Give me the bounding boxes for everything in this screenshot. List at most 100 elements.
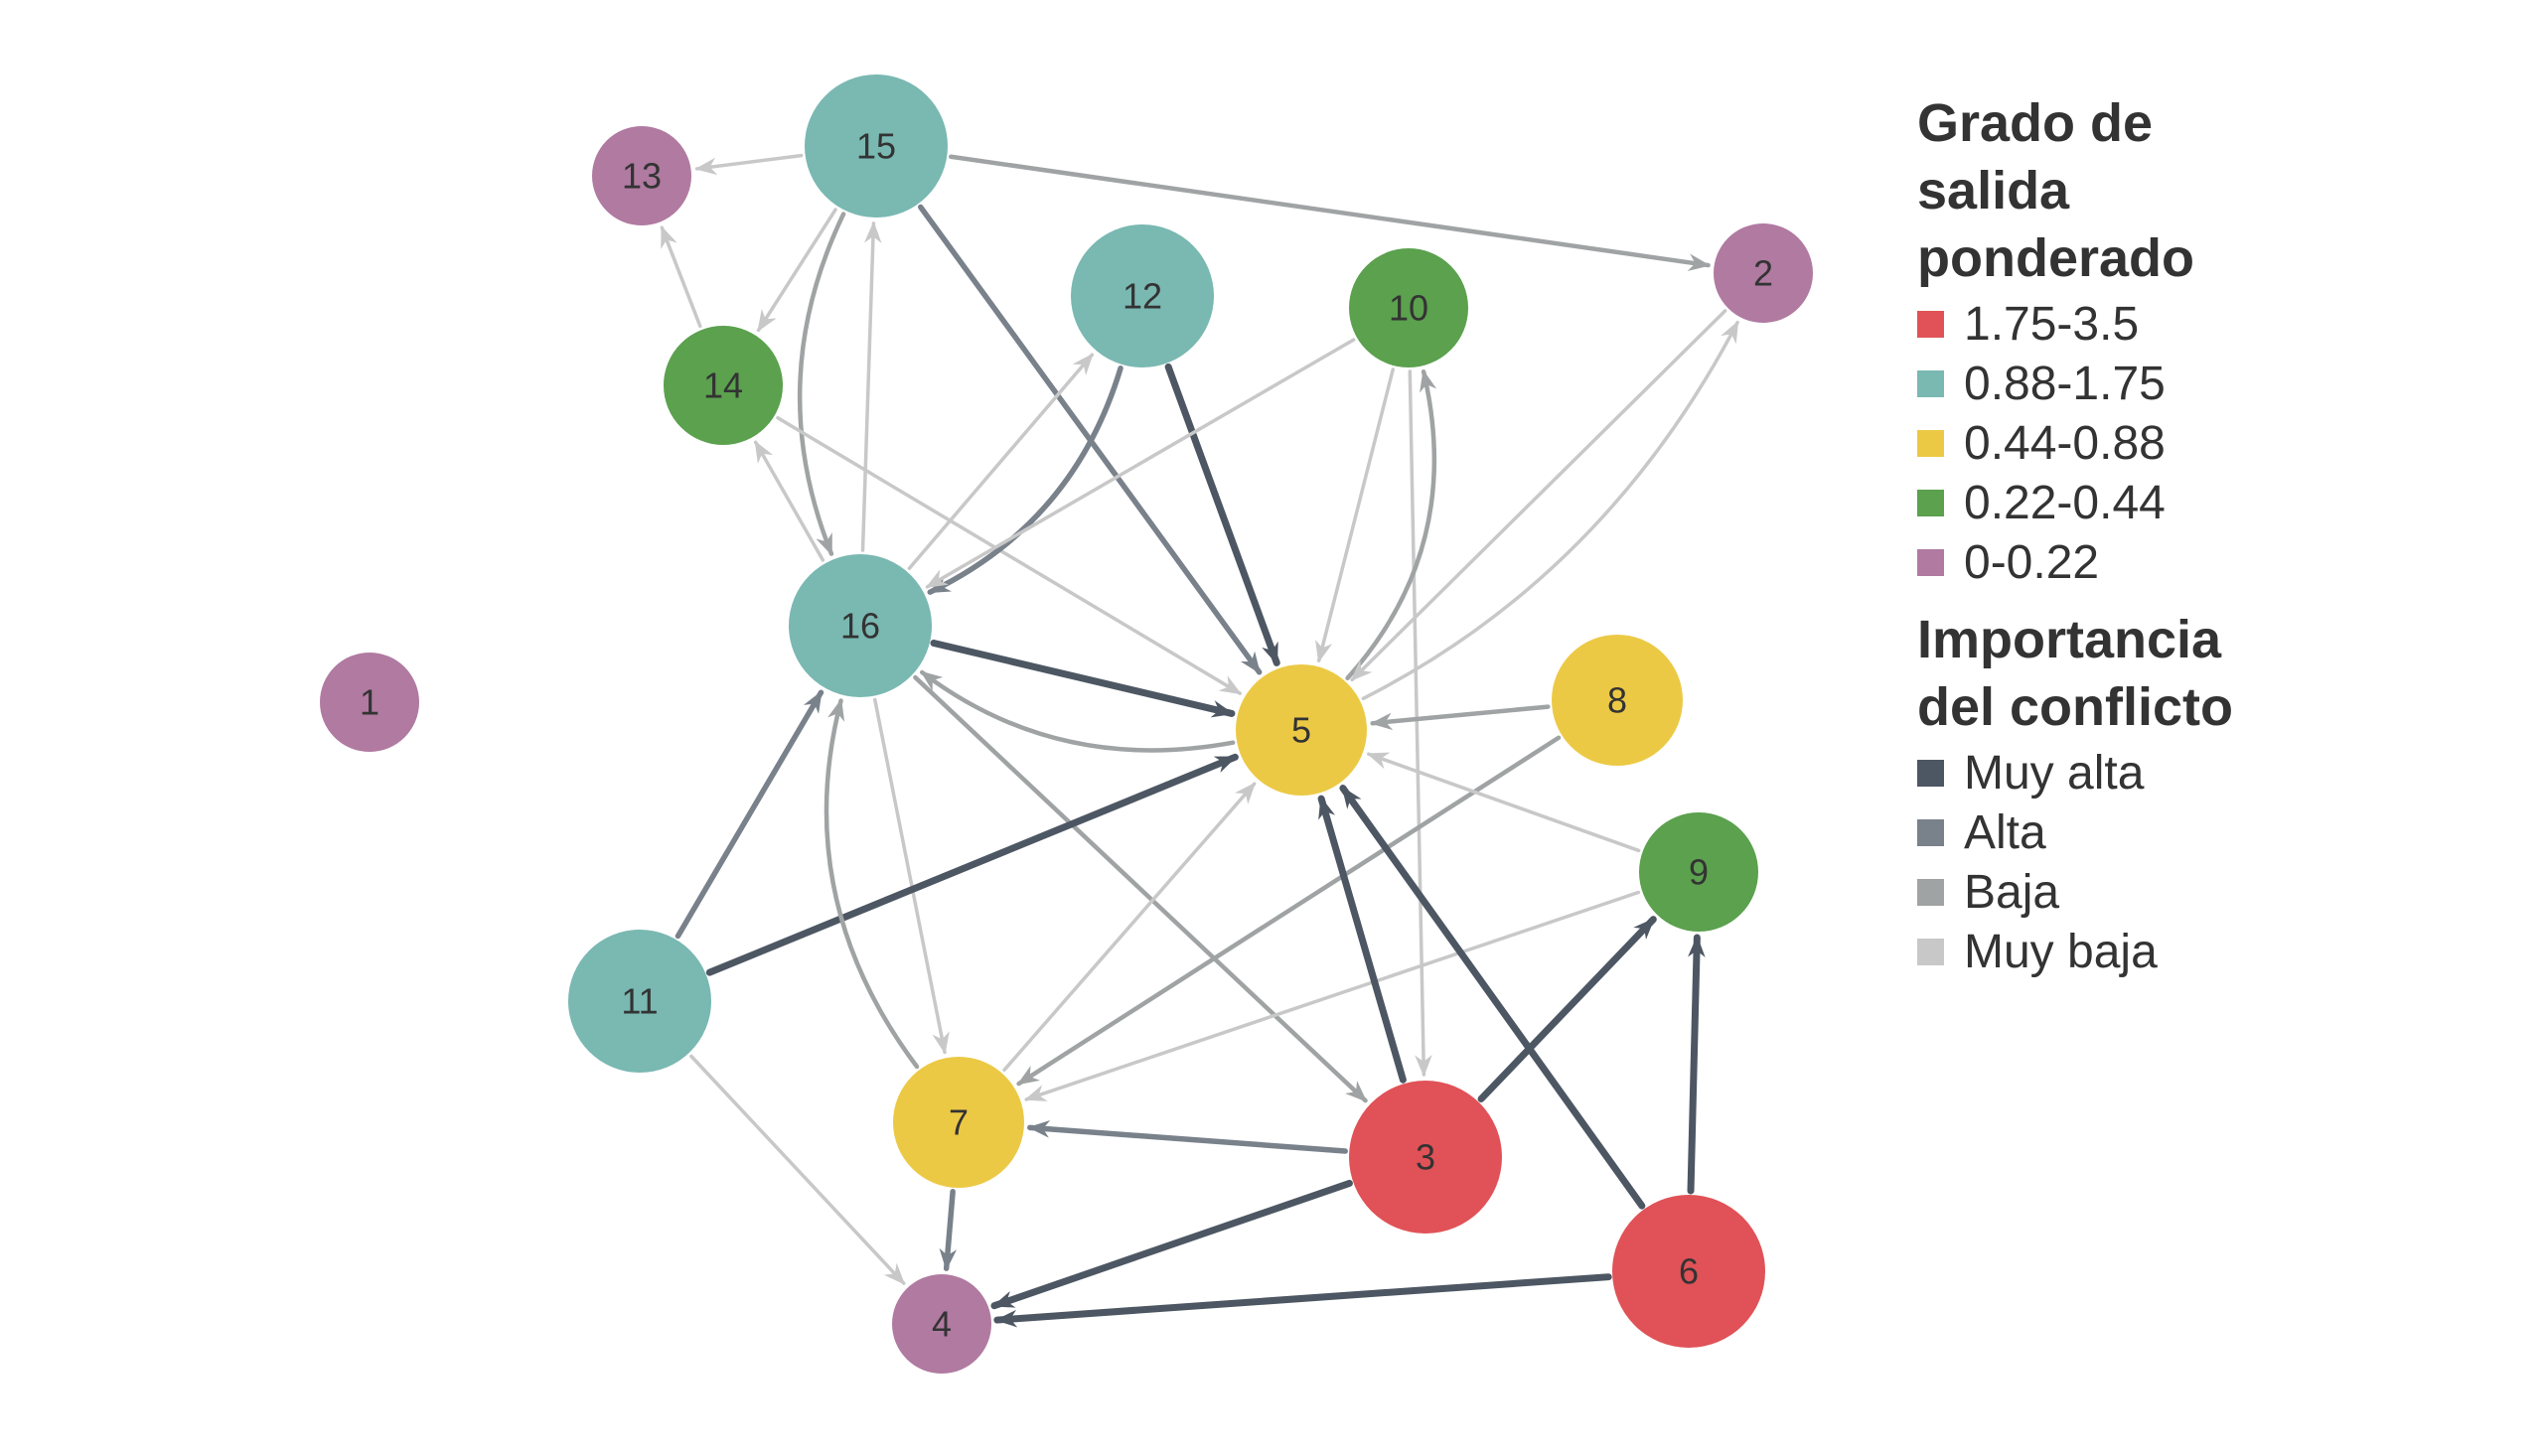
node-label: 14: [703, 365, 743, 406]
node-15: 15: [805, 74, 948, 218]
edge-16-to-14: [753, 440, 825, 562]
legend: Grado de salida ponderado 1.75-3.5 0.88-…: [1917, 89, 2533, 981]
legend-swatch: [1917, 489, 1944, 516]
node-9: 9: [1639, 812, 1758, 932]
edge-8-to-7: [1016, 735, 1562, 1087]
node-circle: [805, 74, 948, 218]
edge-15-to-16: [797, 212, 846, 556]
edge-16-to-15: [860, 220, 882, 552]
edge-9-to-5: [1366, 752, 1641, 853]
edge-5-to-10: [1345, 369, 1437, 681]
legend-item-label: 0-0.22: [1964, 535, 2100, 589]
edge-3-to-7: [1027, 1120, 1348, 1154]
node-label: 6: [1679, 1251, 1699, 1292]
node-circle: [568, 930, 711, 1073]
edge-11-to-4: [689, 1054, 906, 1285]
edge-15-to-2: [948, 154, 1711, 271]
node-label: 10: [1389, 288, 1428, 329]
edge-16-to-7: [873, 697, 950, 1055]
edge-11-to-5: [705, 753, 1239, 976]
node-circle: [1612, 1195, 1765, 1348]
node-label: 12: [1123, 276, 1162, 317]
node-label: 4: [932, 1304, 952, 1345]
node-circle: [789, 554, 932, 697]
legend-title-outdegree: Grado de salida ponderado: [1917, 93, 2194, 288]
edge-14-to-13: [660, 225, 702, 329]
legend-item-label: 1.75-3.5: [1964, 297, 2140, 351]
node-circle: [592, 126, 691, 225]
edge-3-to-4: [990, 1179, 1353, 1310]
edge-5-to-2: [1361, 320, 1739, 701]
legend-item: Alta: [1917, 802, 2533, 862]
legend-swatch: [1917, 878, 1944, 906]
legend-swatch: [1917, 818, 1944, 846]
node-1: 1: [320, 653, 419, 752]
node-6: 6: [1612, 1195, 1765, 1348]
node-circle: [1349, 1081, 1502, 1234]
legend-item-label: Muy alta: [1964, 746, 2145, 800]
node-label: 13: [622, 156, 662, 197]
node-circle: [892, 1274, 991, 1374]
node-label: 9: [1689, 852, 1709, 893]
node-label: 1: [360, 682, 379, 723]
legend-swatch: [1917, 369, 1944, 397]
edge-2-to-5: [1350, 309, 1727, 682]
edge-10-to-3: [1408, 369, 1432, 1078]
edge-12-to-5: [1164, 363, 1280, 666]
edge-16-to-3: [913, 674, 1368, 1103]
node-5: 5: [1236, 664, 1367, 796]
node-10: 10: [1349, 248, 1468, 367]
node-16: 16: [789, 554, 932, 697]
edge-14-to-5: [776, 416, 1243, 695]
edge-16-to-5: [930, 639, 1236, 718]
edge-8-to-5: [1370, 704, 1551, 731]
edge-15-to-13: [694, 153, 804, 176]
node-circle: [893, 1057, 1024, 1188]
legend-item-label: 0.44-0.88: [1964, 416, 2166, 470]
legend-outdegree-list: 1.75-3.5 0.88-1.75 0.44-0.88 0.22-0.44 0…: [1917, 294, 2533, 592]
node-label: 11: [621, 981, 658, 1022]
node-13: 13: [592, 126, 691, 225]
node-label: 15: [856, 126, 896, 167]
edge-7-to-4: [939, 1189, 958, 1271]
node-14: 14: [664, 326, 783, 445]
edge-12-to-16: [927, 365, 1124, 595]
edge-7-to-5: [1002, 782, 1257, 1073]
node-2: 2: [1714, 223, 1813, 323]
node-circle: [1236, 664, 1367, 796]
edge-7-to-16: [824, 698, 920, 1070]
edge-6-to-5: [1339, 785, 1646, 1210]
edge-6-to-9: [1687, 934, 1706, 1195]
node-label: 5: [1291, 710, 1311, 751]
node-4: 4: [892, 1274, 991, 1374]
legend-item-label: Alta: [1964, 805, 2046, 859]
legend-item: 0.44-0.88: [1917, 413, 2533, 473]
edge-5-to-16: [919, 669, 1236, 753]
edge-10-to-5: [1315, 367, 1395, 663]
node-label: 3: [1416, 1137, 1435, 1178]
legend-item: 0.88-1.75: [1917, 354, 2533, 413]
legend-swatch: [1917, 310, 1944, 338]
node-12: 12: [1071, 224, 1214, 367]
node-circle: [664, 326, 783, 445]
legend-swatch: [1917, 429, 1944, 457]
legend-item: Baja: [1917, 862, 2533, 922]
edge-3-to-9: [1477, 916, 1657, 1103]
node-label: 16: [840, 606, 880, 647]
legend-item-label: 0.88-1.75: [1964, 357, 2166, 410]
node-label: 7: [949, 1102, 969, 1143]
legend-swatch: [1917, 548, 1944, 576]
edge-9-to-7: [1024, 890, 1641, 1101]
node-3: 3: [1349, 1081, 1502, 1234]
legend-title-importance: Importancia del conflicto: [1917, 610, 2234, 737]
legend-item-label: 0.22-0.44: [1964, 476, 2166, 529]
node-8: 8: [1552, 635, 1683, 766]
legend-item: 0-0.22: [1917, 532, 2533, 592]
legend-item-label: Baja: [1964, 865, 2060, 919]
node-11: 11: [568, 930, 711, 1073]
node-label: 2: [1753, 253, 1773, 294]
edge-3-to-5: [1317, 795, 1407, 1084]
node-circle: [320, 653, 419, 752]
